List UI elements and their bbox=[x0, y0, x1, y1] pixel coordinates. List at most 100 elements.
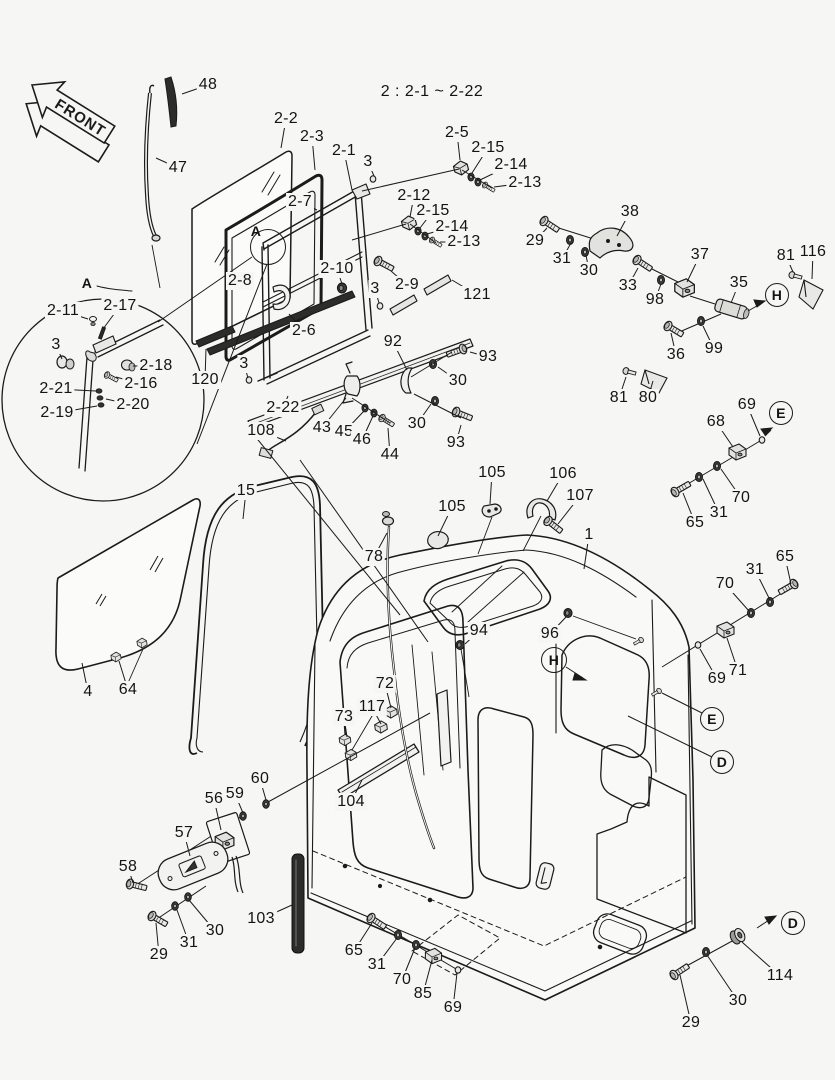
part-label-65: 65 bbox=[773, 548, 797, 566]
part-label-3: 3 bbox=[237, 355, 251, 373]
part-label-31: 31 bbox=[177, 934, 201, 952]
part-label-29: 29 bbox=[147, 946, 171, 964]
part-label-36: 36 bbox=[664, 346, 688, 364]
view-marker-letter-A: A bbox=[250, 223, 262, 239]
view-marker-circle-H bbox=[541, 647, 567, 673]
part-label-3: 3 bbox=[361, 153, 375, 171]
part-label-44: 44 bbox=[378, 446, 402, 464]
front-window-glass bbox=[55, 498, 201, 684]
part-label-2-12: 2-12 bbox=[395, 187, 433, 205]
part-label-2-14: 2-14 bbox=[433, 218, 471, 236]
part-label-2-11: 2-11 bbox=[44, 302, 82, 320]
mounting-hardware-bottom bbox=[364, 911, 462, 974]
construction-lines bbox=[157, 168, 493, 643]
part-label-114: 114 bbox=[764, 967, 796, 985]
part-label-80: 80 bbox=[636, 389, 660, 407]
part-label-30: 30 bbox=[405, 415, 429, 433]
part-label-69: 69 bbox=[705, 670, 729, 688]
view-marker-circle-E bbox=[700, 707, 724, 731]
part-label-2-5: 2-5 bbox=[442, 124, 472, 142]
mounting-hardware-e-view bbox=[668, 427, 774, 499]
figure-range-note: 2 : 2-1 ~ 2-22 bbox=[380, 83, 484, 100]
view-marker-letter-D: D bbox=[787, 915, 799, 931]
part-label-78: 78 bbox=[362, 548, 386, 566]
mounting-hardware-right-side bbox=[455, 577, 801, 758]
part-label-64: 64 bbox=[116, 681, 140, 699]
part-label-2-10: 2-10 bbox=[318, 260, 356, 278]
part-label-81: 81 bbox=[774, 247, 798, 265]
part-label-56: 56 bbox=[202, 790, 226, 808]
part-label-81: 81 bbox=[607, 389, 631, 407]
part-label-73: 73 bbox=[332, 708, 356, 726]
view-marker-circle-H bbox=[765, 283, 789, 307]
part-label-59: 59 bbox=[223, 785, 247, 803]
part-label-71: 71 bbox=[726, 662, 750, 680]
part-label-2-15: 2-15 bbox=[414, 202, 452, 220]
part-label-2-13: 2-13 bbox=[445, 233, 483, 251]
part-label-30: 30 bbox=[203, 922, 227, 940]
part-label-105: 105 bbox=[436, 498, 468, 516]
part-label-69: 69 bbox=[735, 396, 759, 414]
part-label-2-6: 2-6 bbox=[289, 322, 319, 340]
part-label-31: 31 bbox=[365, 956, 389, 974]
mounting-hardware-bottom-right bbox=[667, 915, 778, 982]
part-label-70: 70 bbox=[390, 971, 414, 989]
view-marker-letter-H: H bbox=[548, 652, 560, 668]
part-label-30: 30 bbox=[726, 992, 750, 1010]
cab-assembly bbox=[291, 511, 696, 1001]
part-label-57: 57 bbox=[172, 824, 196, 842]
part-label-2-1: 2-1 bbox=[329, 142, 359, 160]
part-label-2-2: 2-2 bbox=[271, 110, 301, 128]
part-label-92: 92 bbox=[381, 333, 405, 351]
part-label-104: 104 bbox=[335, 793, 367, 811]
view-marker-letter-D: D bbox=[716, 754, 728, 770]
view-marker-letter-H: H bbox=[771, 287, 783, 303]
part-label-43: 43 bbox=[310, 419, 334, 437]
part-label-31: 31 bbox=[707, 504, 731, 522]
part-label-2-21: 2-21 bbox=[37, 380, 75, 398]
part-label-99: 99 bbox=[702, 340, 726, 358]
part-label-106: 106 bbox=[547, 465, 579, 483]
part-label-65: 65 bbox=[683, 514, 707, 532]
part-label-31: 31 bbox=[743, 561, 767, 579]
part-label-35: 35 bbox=[727, 274, 751, 292]
part-label-70: 70 bbox=[729, 489, 753, 507]
part-label-47: 47 bbox=[166, 159, 190, 177]
part-label-29: 29 bbox=[679, 1014, 703, 1032]
part-label-93: 93 bbox=[476, 348, 500, 366]
sliding-window-assembly bbox=[191, 150, 497, 459]
part-label-108: 108 bbox=[245, 422, 277, 440]
roof-hatch-parts bbox=[427, 498, 566, 555]
part-label-2-8: 2-8 bbox=[225, 272, 255, 290]
view-marker-circle-D bbox=[781, 911, 805, 935]
part-label-15: 15 bbox=[234, 482, 258, 500]
switch-plate-cluster bbox=[124, 712, 431, 930]
part-label-68: 68 bbox=[704, 413, 728, 431]
part-label-2-13: 2-13 bbox=[506, 174, 544, 192]
mounting-hardware-top-right bbox=[537, 214, 824, 394]
view-marker-letter-E: E bbox=[707, 711, 717, 727]
part-label-70: 70 bbox=[713, 575, 737, 593]
part-label-72: 72 bbox=[373, 675, 397, 693]
part-label-103: 103 bbox=[245, 910, 277, 928]
part-label-116: 116 bbox=[797, 243, 829, 261]
part-label-46: 46 bbox=[350, 431, 374, 449]
part-label-2-22: 2-22 bbox=[264, 399, 302, 417]
part-label-65: 65 bbox=[342, 942, 366, 960]
part-label-2-16: 2-16 bbox=[122, 375, 160, 393]
part-label-48: 48 bbox=[196, 76, 220, 94]
part-label-3: 3 bbox=[49, 336, 63, 354]
view-marker-circle-E bbox=[769, 401, 793, 425]
part-label-120: 120 bbox=[189, 371, 221, 389]
part-label-93: 93 bbox=[444, 434, 468, 452]
view-marker-circle-A bbox=[250, 229, 286, 265]
view-marker-letter-E: E bbox=[776, 405, 786, 421]
view-marker-letter-A: A bbox=[81, 275, 93, 291]
part-label-94: 94 bbox=[467, 622, 491, 640]
part-label-38: 38 bbox=[618, 203, 642, 221]
part-label-2-20: 2-20 bbox=[114, 396, 152, 414]
part-label-69: 69 bbox=[441, 999, 465, 1017]
